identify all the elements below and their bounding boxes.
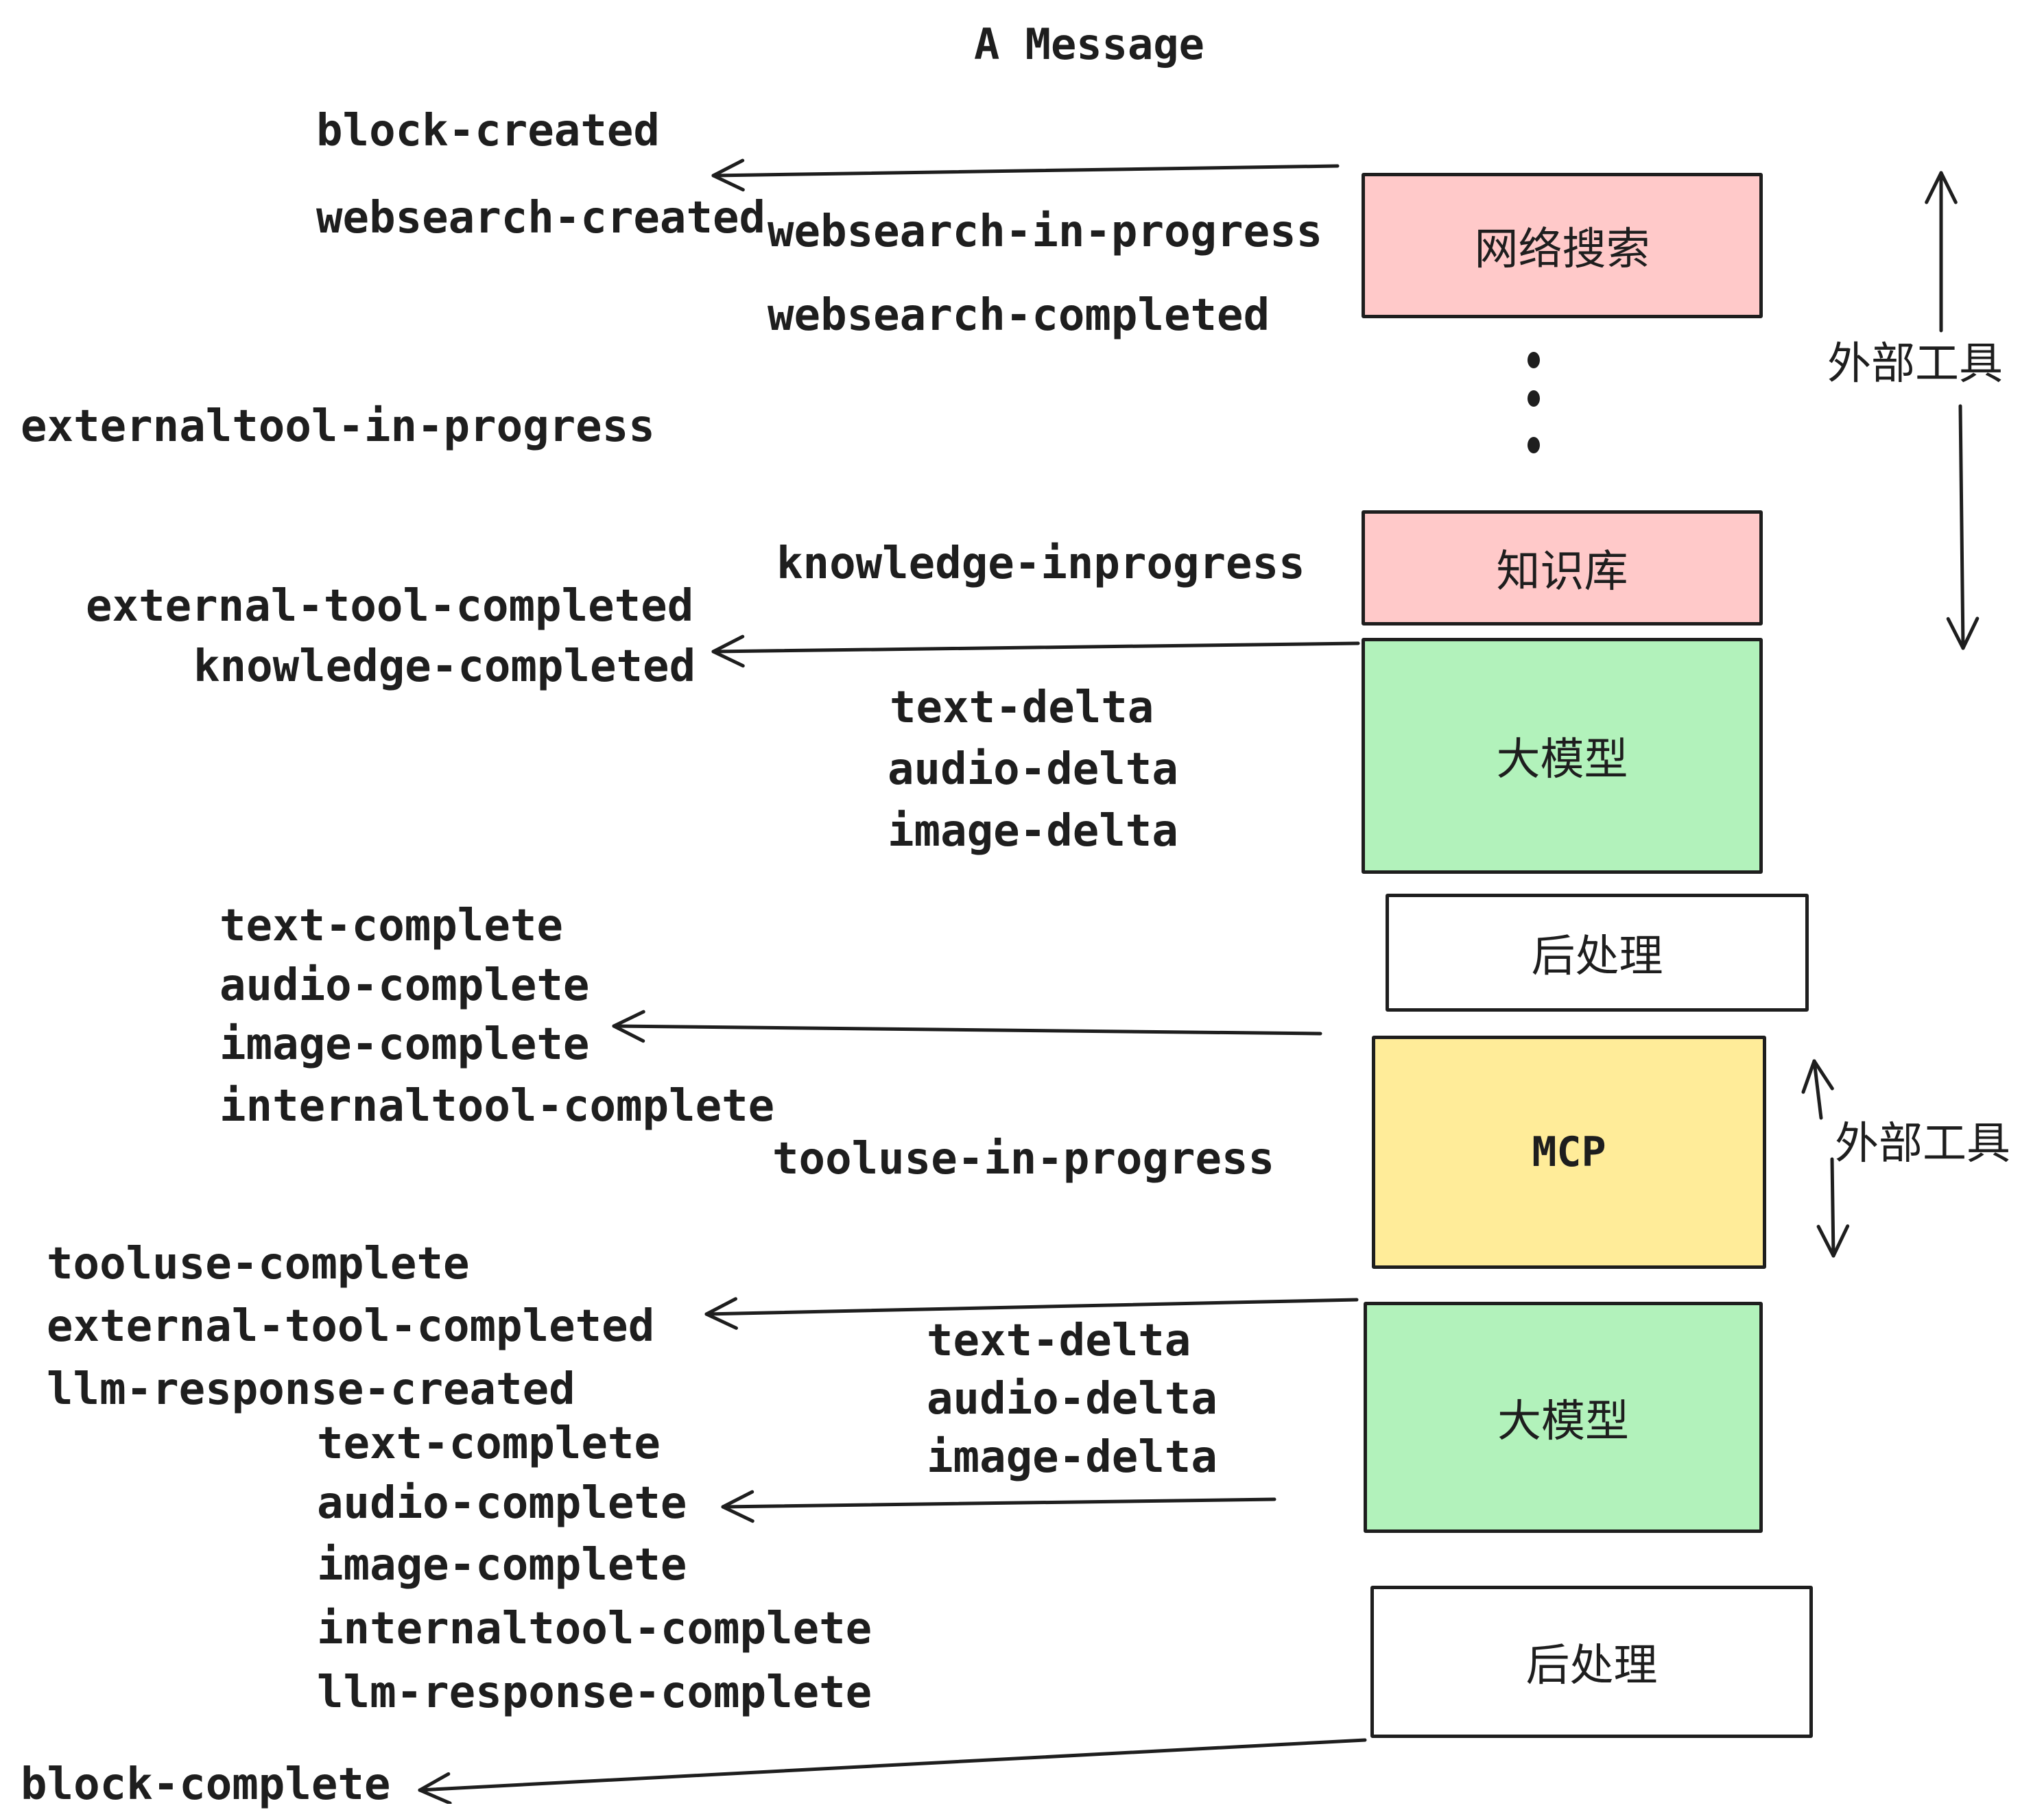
websearch-box: 网络搜索 [1362,173,1763,318]
event-label-external-tool-completed: external-tool-completed [86,581,694,632]
event-label-tooluse-complete: tooluse-complete [47,1239,470,1289]
ellipsis-dot [1528,437,1540,453]
event-label-knowledge-completed: knowledge-completed [193,641,696,692]
ellipsis-dots [1528,352,1540,453]
mcp-box-label: MCP [1532,1128,1606,1176]
arrow-block-complete [418,1738,1367,1804]
arrow-knowledge-completed [711,634,1360,668]
event-label-websearch-in-progress: websearch-in-progress [768,206,1323,257]
arrow-tooluse-complete [704,1297,1359,1330]
page-title: A Message [974,19,1204,69]
llm-box-2: 大模型 [1364,1302,1763,1533]
knowledge-box: 知识库 [1362,510,1763,626]
event-label-image-complete: image-complete [317,1540,687,1591]
event-label-llm-response-created: llm-response-created [47,1364,575,1415]
ellipsis-dot [1528,390,1540,407]
event-label-audio-complete: audio-complete [219,960,590,1011]
event-label-external-tool-completed: external-tool-completed [47,1301,655,1352]
event-label-internaltool-complete: internaltool-complete [317,1604,872,1654]
llm-box-1: 大模型 [1362,638,1763,874]
event-label-websearch-completed: websearch-completed [768,290,1270,341]
external-tools-label-2: 外部工具 [1835,1119,2010,1168]
external-tools-2-down-arrow [1816,1157,1850,1258]
arrow-block-created [711,158,1340,192]
external-tools-2-up-arrow [1801,1059,1834,1120]
knowledge-box-label: 知识库 [1496,547,1628,596]
event-label-image-delta: image-delta [927,1432,1217,1483]
external-tools-1-down-arrow [1946,404,1980,650]
mcp-box: MCP [1372,1036,1766,1269]
event-label-audio-complete: audio-complete [317,1478,687,1529]
postprocess-box-2-label: 后处理 [1525,1641,1658,1690]
event-label-image-complete: image-complete [219,1019,590,1070]
event-label-audio-delta: audio-delta [927,1374,1217,1425]
event-label-externaltool-in-progress: externaltool-in-progress [21,401,655,452]
event-label-text-delta: text-delta [890,682,1154,733]
event-label-text-delta: text-delta [927,1315,1191,1366]
event-label-text-complete: text-complete [219,901,563,951]
external-tools-1-up-arrow [1925,171,1958,333]
postprocess-box-2: 后处理 [1370,1586,1813,1738]
event-label-audio-delta: audio-delta [888,744,1178,795]
event-label-block-created: block-created [316,106,660,156]
postprocess-box-1: 后处理 [1386,894,1809,1012]
arrow-internal-complete [612,1010,1322,1043]
external-tools-label-1: 外部工具 [1827,339,2003,388]
event-label-knowledge-inprogress: knowledge-inprogress [776,538,1305,589]
event-label-image-delta: image-delta [888,806,1178,857]
event-label-tooluse-in-progress: tooluse-in-progress [772,1134,1275,1184]
ellipsis-dot [1528,352,1540,368]
websearch-box-label: 网络搜索 [1474,224,1650,274]
arrow-llm2-complete [721,1490,1276,1523]
llm-box-2-label: 大模型 [1497,1396,1629,1446]
event-label-text-complete: text-complete [317,1418,661,1469]
event-label-llm-response-complete: llm-response-complete [317,1667,872,1718]
event-label-block-complete: block-complete [21,1759,391,1810]
postprocess-box-1-label: 后处理 [1531,931,1663,981]
llm-box-1-label: 大模型 [1496,735,1628,784]
event-label-websearch-created: websearch-created [316,193,766,243]
event-label-internaltool-complete: internaltool-complete [219,1081,775,1132]
